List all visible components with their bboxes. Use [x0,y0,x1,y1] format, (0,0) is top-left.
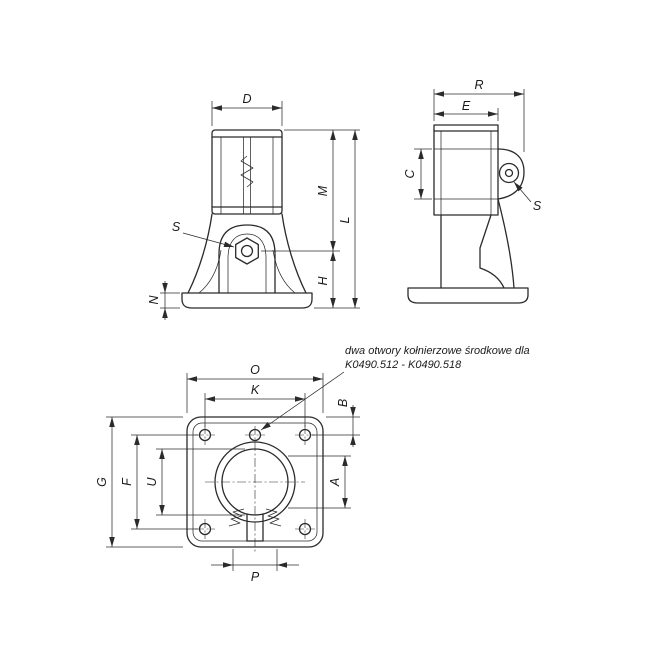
front-boss [218,224,276,294]
leader-S-side: S [513,181,542,213]
dim-label-k: K [251,383,260,397]
side-clamp-lug [497,148,525,200]
dim-L: L [314,130,360,309]
side-view [407,124,529,304]
dim-F: F [120,434,198,530]
dim-M: M [261,129,360,252]
dim-label-s-front: S [172,220,181,234]
dim-label-n: N [147,295,161,305]
side-screw [498,162,520,184]
front-slot-spring [240,155,254,188]
annotation-line1: dwa otwory kołnierzowe środkowe dla [345,345,530,357]
dim-D: D [211,92,283,126]
dim-K: K [204,383,306,427]
dim-N: N [147,281,180,320]
side-base-plate [407,287,529,304]
dim-U: U [145,448,245,516]
dim-label-h: H [316,276,330,286]
dim-label-d: D [242,92,251,106]
dim-label-r: R [474,78,483,92]
dim-H: H [316,251,336,308]
dim-label-s-side: S [533,199,542,213]
leader-S-front: S [172,220,235,248]
dim-label-b: B [336,399,350,407]
dim-label-l: L [338,216,352,223]
front-hex-screw [235,237,259,265]
dim-label-m: M [316,185,330,196]
dim-P: P [211,549,299,584]
front-base-plate [181,292,313,309]
dim-R: R [433,78,525,152]
side-view-dimensions: R E C S [403,78,542,213]
dim-label-u: U [145,477,159,487]
dim-B: B [312,399,360,447]
dim-label-a: A [328,478,342,487]
dim-O: O [186,363,324,413]
dim-label-g: G [95,477,109,487]
top-serration-right [265,508,282,527]
dim-label-e: E [462,99,471,113]
top-view-dimensions: O K B A G [95,363,360,584]
top-view [186,416,324,552]
dim-label-p: P [251,570,260,584]
front-tube-body [211,129,283,215]
dim-C: C [403,148,432,200]
dim-label-f: F [120,477,134,486]
side-tube-body [433,124,499,216]
dim-A: A [288,455,351,509]
top-serration-left [228,508,245,527]
dim-label-o: O [250,363,260,377]
dim-G: G [95,416,183,548]
annotation-flange-holes: dwa otwory kołnierzowe środkowe dla K049… [260,345,530,431]
annotation-line2: K0490.512 - K0490.518 [345,359,462,371]
dim-E: E [434,99,499,121]
front-view [181,129,313,309]
dim-label-c: C [403,169,417,179]
front-view-dimensions: D M H L N S [147,92,360,320]
